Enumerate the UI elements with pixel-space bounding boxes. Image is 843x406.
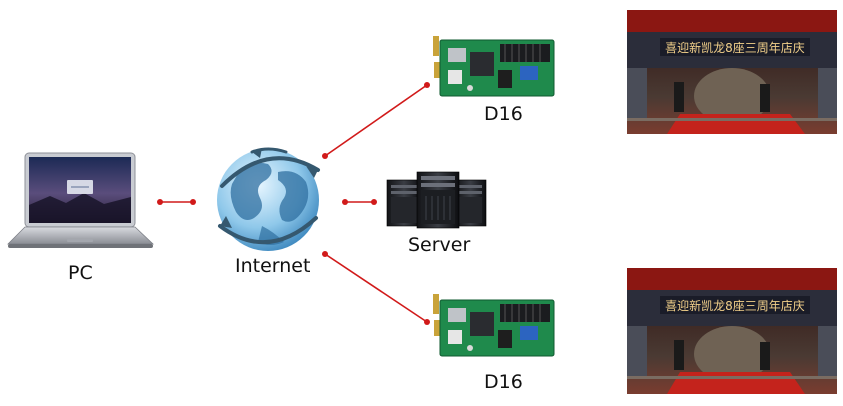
globe-icon [217,147,320,251]
connector-pc-internet [157,199,196,205]
storefront-photo-top: 喜迎新凯龙8座三周年店庆 [627,10,837,134]
pc-label: PC [68,262,93,284]
storefront-photo-bottom: 喜迎新凯龙8座三周年店庆 [627,268,837,394]
controller-card-top-icon [433,36,555,97]
card-top-label: D16 [484,103,523,125]
led-sign-text-bottom: 喜迎新凯龙8座三周年店庆 [665,298,805,313]
laptop-icon [7,152,155,248]
controller-card-bottom-icon [433,294,555,357]
led-sign-text-top: 喜迎新凯龙8座三周年店庆 [665,40,805,55]
connector-internet-card-bottom [322,251,430,325]
card-bottom-label: D16 [484,371,523,393]
connector-internet-card-top [322,82,430,159]
server-icon [386,171,487,229]
server-label: Server [408,234,471,256]
internet-label: Internet [235,255,311,277]
connector-internet-server [342,199,377,205]
